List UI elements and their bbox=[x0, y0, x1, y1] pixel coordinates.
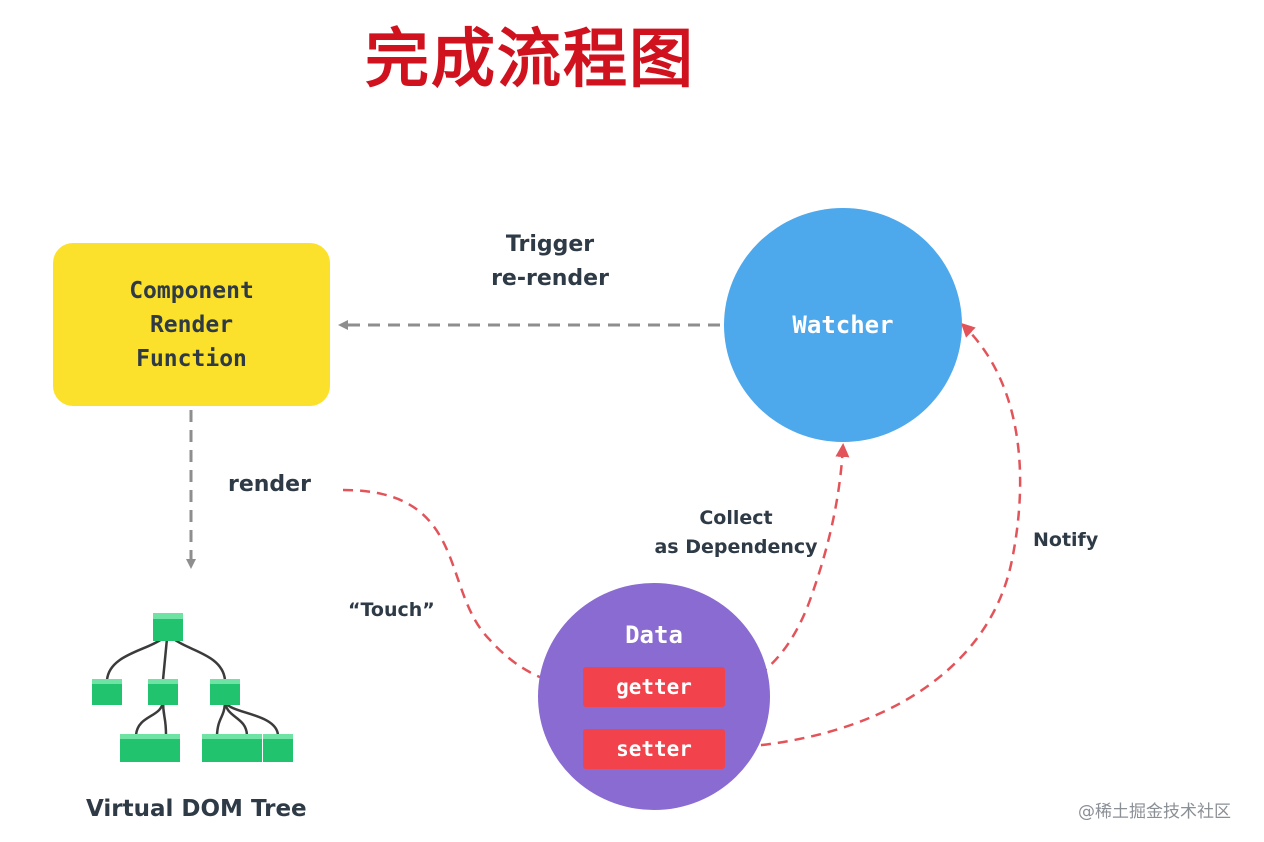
data-node: Data getter setter bbox=[538, 583, 770, 810]
component-render-function-label: Component Render Function bbox=[129, 274, 254, 376]
diagram-title: 完成流程图 bbox=[365, 23, 695, 97]
notify-label: Notify bbox=[1033, 529, 1099, 551]
watermark: @稀土掘金技术社区 bbox=[1078, 802, 1231, 822]
virtual-dom-tree-icon bbox=[92, 613, 293, 762]
component-label-line-2: Render bbox=[149, 311, 234, 338]
component-label-line-3: Function bbox=[136, 345, 247, 372]
collect-label-line-2: as Dependency bbox=[654, 536, 818, 558]
collect-label-line-1: Collect bbox=[699, 507, 773, 529]
watcher-label: Watcher bbox=[792, 311, 894, 339]
touch-arrow bbox=[342, 488, 580, 693]
component-render-function-node: Component Render Function bbox=[53, 243, 330, 406]
setter-pill: setter bbox=[583, 729, 725, 769]
touch-label: “Touch” bbox=[348, 599, 435, 621]
watcher-node: Watcher bbox=[724, 208, 962, 442]
collect-dependency-arrow bbox=[726, 443, 850, 688]
virtual-dom-tree-label: Virtual DOM Tree bbox=[86, 796, 307, 822]
trigger-rerender-label: Trigger re-render bbox=[486, 228, 614, 296]
getter-pill: getter bbox=[583, 667, 725, 707]
component-label-line-1: Component bbox=[129, 277, 254, 304]
render-label: render bbox=[228, 472, 311, 497]
trigger-label-line-2: re-render bbox=[491, 266, 609, 291]
trigger-label-line-1: Trigger bbox=[505, 232, 595, 257]
data-label: Data bbox=[625, 621, 683, 649]
notify-arrow bbox=[726, 322, 1022, 750]
collect-dependency-label: Collect as Dependency bbox=[648, 504, 824, 562]
